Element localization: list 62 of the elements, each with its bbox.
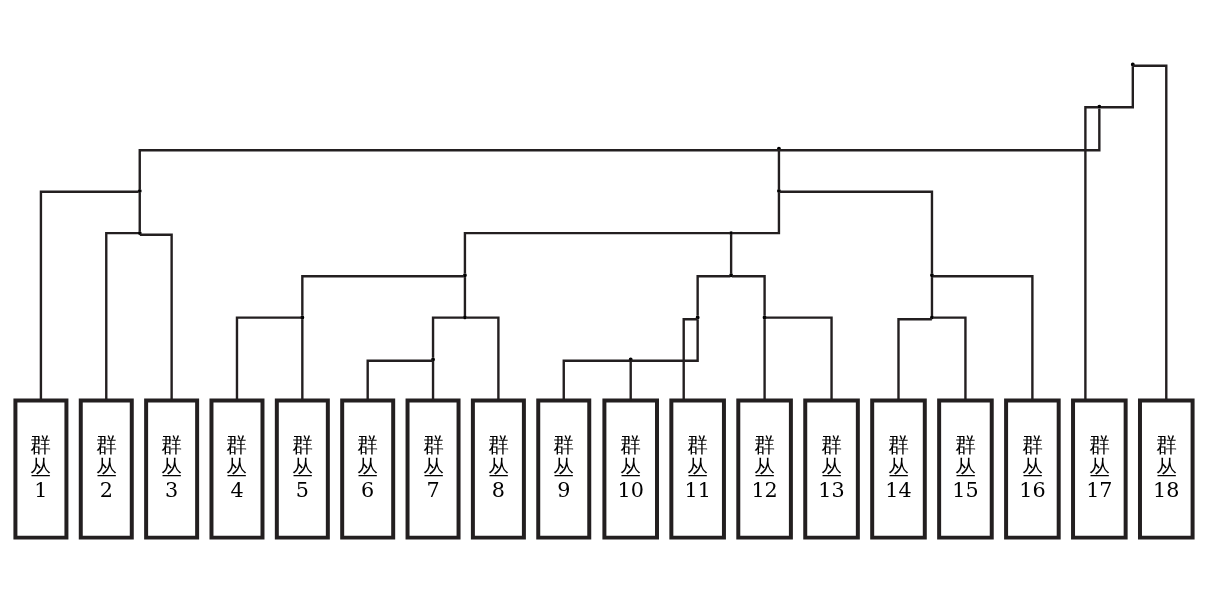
node-point <box>431 357 435 362</box>
node-box: 群丛14 <box>870 398 927 540</box>
connector <box>682 318 698 401</box>
node-box: 群丛16 <box>1004 398 1061 540</box>
node-point <box>930 315 934 320</box>
connector <box>930 277 934 316</box>
node-box: 群丛11 <box>669 398 726 540</box>
connector <box>463 231 730 274</box>
connector <box>1100 66 1134 109</box>
connector <box>765 316 833 401</box>
connector <box>777 150 781 190</box>
node-point <box>729 273 734 278</box>
connector <box>466 316 500 401</box>
node-point <box>1130 62 1135 67</box>
connector <box>301 319 304 401</box>
node-box: 群丛13 <box>803 398 860 540</box>
node-point <box>137 231 142 236</box>
node-point <box>300 315 305 320</box>
node-box: 群丛5 <box>274 398 330 540</box>
node-point <box>1097 104 1102 109</box>
connector <box>696 275 731 316</box>
connector <box>138 192 141 232</box>
connector <box>629 360 632 401</box>
node-box: 群丛1 <box>13 398 69 540</box>
connector <box>933 316 967 401</box>
connector <box>732 192 781 235</box>
connector <box>1132 64 1168 401</box>
connector <box>139 233 173 401</box>
node-box: 群丛18 <box>1138 398 1195 540</box>
node-box: 群丛12 <box>736 398 793 540</box>
connector <box>301 275 464 316</box>
node-point <box>777 146 781 151</box>
node-box: 群丛10 <box>602 398 659 540</box>
connector <box>39 190 139 401</box>
node-box: 群丛7 <box>405 398 461 540</box>
node-point <box>777 189 781 193</box>
connector <box>763 319 766 401</box>
node-box: 群丛6 <box>340 398 396 540</box>
node-point <box>137 189 142 193</box>
connector <box>1084 106 1099 401</box>
connector <box>463 277 467 316</box>
node-box: 群丛8 <box>470 398 526 540</box>
node-box: 群丛4 <box>209 398 265 540</box>
node-box: 群丛9 <box>536 398 592 540</box>
node-point <box>762 315 767 320</box>
connector <box>235 316 302 401</box>
node-box: 群丛2 <box>78 398 134 540</box>
node-point <box>695 315 700 320</box>
node-point <box>729 231 734 236</box>
connector <box>431 316 464 358</box>
connector <box>105 231 139 401</box>
connector <box>138 149 779 190</box>
node-point <box>463 315 467 320</box>
node-box: 群丛15 <box>937 398 994 540</box>
node-point <box>463 273 467 278</box>
connector <box>431 360 435 401</box>
node-box: 群丛17 <box>1071 398 1128 540</box>
connector <box>779 190 934 274</box>
connector <box>897 318 932 401</box>
node-box: 群丛3 <box>144 398 200 540</box>
connector <box>729 234 733 274</box>
node-point <box>930 273 934 278</box>
